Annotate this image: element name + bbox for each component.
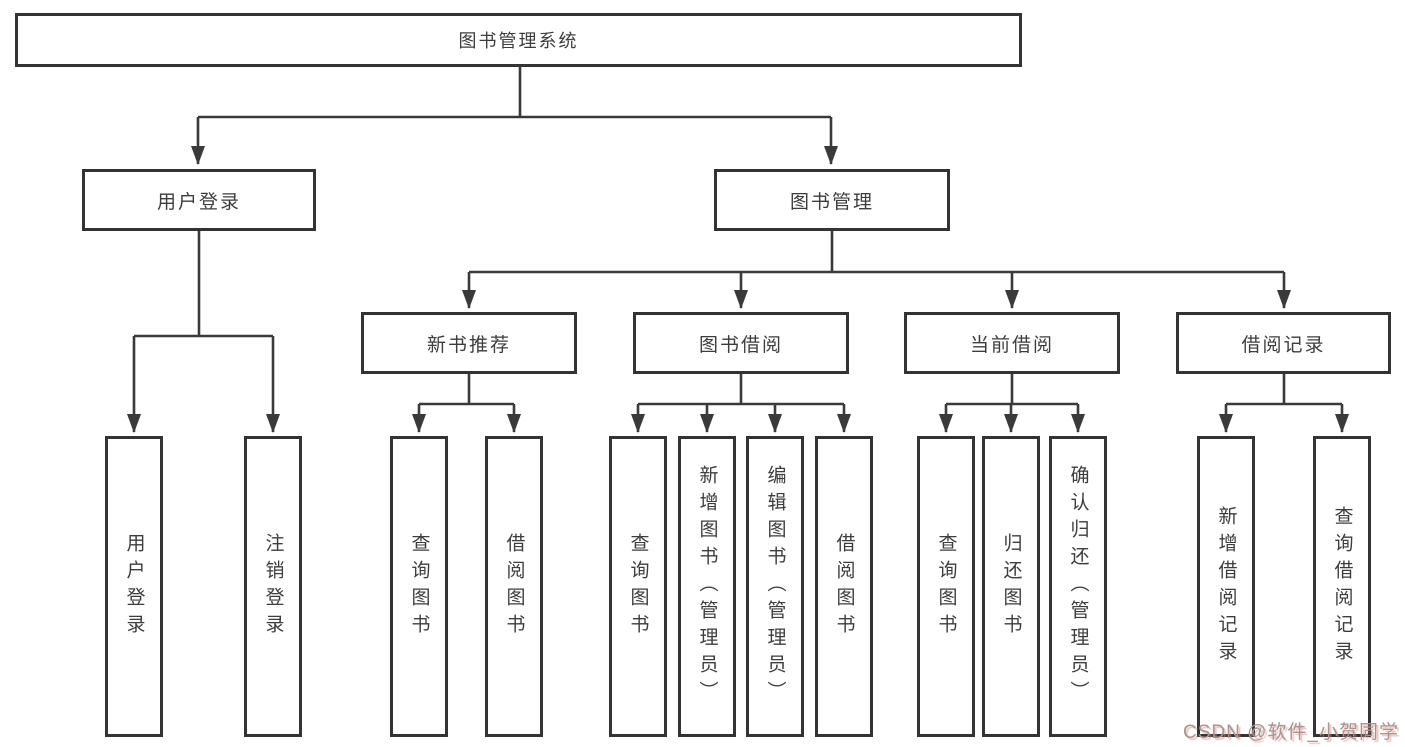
leaf-confirm-return-admin: 确认归还（管理员） xyxy=(1049,436,1107,737)
leaf-add-books-admin: 新增图书（管理员） xyxy=(678,436,736,737)
leaf-user-login: 用户登录 xyxy=(105,436,163,737)
node-current-borrow: 当前借阅 xyxy=(904,312,1120,374)
leaf-query-books-recommend: 查询图书 xyxy=(390,436,448,737)
csdn-watermark: CSDN @软件_小贺同学 xyxy=(1183,722,1399,743)
leaf-add-borrow-record: 新增借阅记录 xyxy=(1197,436,1255,737)
leaf-add-borrow-record-label: 新增借阅记录 xyxy=(1215,505,1237,668)
leaf-edit-books-admin: 编辑图书（管理员） xyxy=(746,436,804,737)
leaf-user-login-label: 用户登录 xyxy=(123,532,145,641)
leaf-borrow-books-recommend-label: 借阅图书 xyxy=(503,532,525,641)
leaf-borrow-books-recommend: 借阅图书 xyxy=(485,436,543,737)
leaf-query-books-recommend-label: 查询图书 xyxy=(408,532,430,641)
leaf-query-books-current: 查询图书 xyxy=(917,436,975,737)
leaf-return-books: 归还图书 xyxy=(982,436,1040,737)
leaf-return-books-label: 归还图书 xyxy=(1000,532,1022,641)
node-root-system: 图书管理系统 xyxy=(15,13,1022,67)
leaf-query-books-borrow-label: 查询图书 xyxy=(627,532,649,641)
leaf-add-books-admin-label: 新增图书（管理员） xyxy=(696,465,718,708)
leaf-logout: 注销登录 xyxy=(244,436,302,737)
leaf-query-borrow-record: 查询借阅记录 xyxy=(1313,436,1371,737)
leaf-borrow-books-label: 借阅图书 xyxy=(833,532,855,641)
leaf-edit-books-admin-label: 编辑图书（管理员） xyxy=(764,465,786,708)
node-new-book-recommend: 新书推荐 xyxy=(361,312,577,374)
node-book-borrow: 图书借阅 xyxy=(633,312,849,374)
node-book-management: 图书管理 xyxy=(714,169,950,231)
leaf-query-books-borrow: 查询图书 xyxy=(609,436,667,737)
leaf-confirm-return-admin-label: 确认归还（管理员） xyxy=(1067,465,1089,708)
leaf-logout-label: 注销登录 xyxy=(262,532,284,641)
node-user-login: 用户登录 xyxy=(82,169,316,231)
node-borrow-records: 借阅记录 xyxy=(1176,312,1391,374)
leaf-query-borrow-record-label: 查询借阅记录 xyxy=(1331,505,1353,668)
leaf-borrow-books: 借阅图书 xyxy=(815,436,873,737)
leaf-query-books-current-label: 查询图书 xyxy=(935,532,957,641)
